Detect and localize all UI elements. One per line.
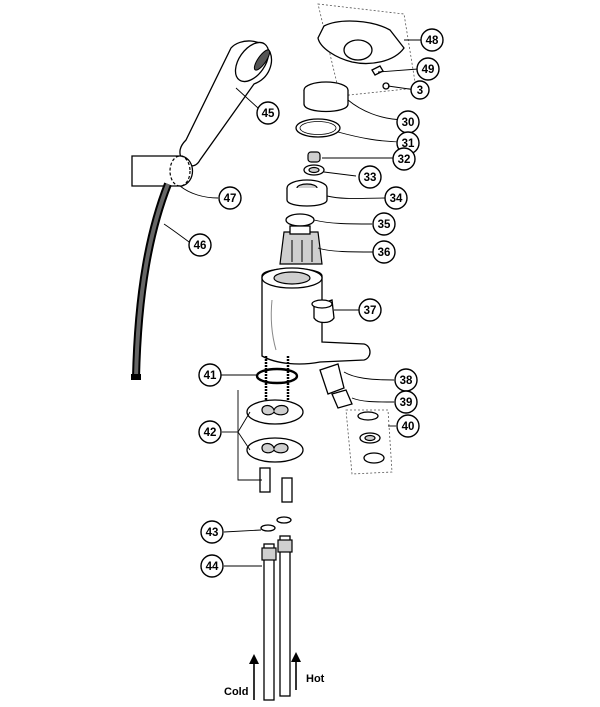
- o-ring-31: [295, 118, 341, 138]
- svg-text:41: 41: [204, 370, 217, 382]
- callout-42: 42: [198, 420, 222, 444]
- supply-pipes: [261, 535, 293, 701]
- callout-3: 3: [410, 80, 430, 100]
- callout-32: 32: [392, 147, 416, 171]
- wall-bracket: [131, 155, 194, 187]
- hand-shower: [179, 40, 273, 167]
- svg-text:44: 44: [206, 561, 219, 573]
- mounting-studs: [255, 356, 299, 400]
- cold-label: Cold: [224, 686, 248, 698]
- callout-30: 30: [396, 110, 420, 134]
- callout-45: 45: [256, 101, 280, 125]
- svg-text:34: 34: [390, 193, 403, 205]
- callout-36: 36: [372, 240, 396, 264]
- svg-text:30: 30: [402, 117, 415, 129]
- svg-text:49: 49: [422, 64, 435, 76]
- shower-hose: [131, 182, 172, 380]
- callout-37: 37: [358, 298, 382, 322]
- svg-text:37: 37: [364, 305, 377, 317]
- svg-text:46: 46: [194, 240, 207, 252]
- callout-43: 43: [200, 520, 224, 544]
- callout-44: 44: [200, 554, 224, 578]
- svg-text:43: 43: [206, 527, 219, 539]
- lever-handle-group: [317, 3, 417, 97]
- svg-text:31: 31: [402, 138, 415, 150]
- callout-46: 46: [188, 233, 212, 257]
- svg-text:39: 39: [400, 397, 413, 409]
- aerator-group: [345, 409, 393, 475]
- o-ring-35: [285, 213, 315, 227]
- callout-40: 40: [396, 414, 420, 438]
- svg-text:45: 45: [262, 108, 275, 120]
- svg-text:47: 47: [224, 193, 237, 205]
- hose-outlet: [319, 363, 353, 409]
- cartridge-cap: [303, 81, 349, 113]
- callout-38: 38: [394, 368, 418, 392]
- svg-text:40: 40: [402, 421, 415, 433]
- callout-39: 39: [394, 390, 418, 414]
- svg-text:35: 35: [378, 219, 391, 231]
- diverter-knob: [311, 299, 335, 324]
- callout-49: 49: [416, 57, 440, 81]
- svg-text:33: 33: [364, 172, 377, 184]
- thermostatic-cartridge: [279, 225, 323, 265]
- callout-48: 48: [420, 28, 444, 52]
- svg-text:36: 36: [378, 247, 391, 259]
- flow-arrows: [249, 652, 301, 700]
- spindle-parts: [303, 151, 325, 176]
- svg-text:42: 42: [204, 427, 217, 439]
- supply-seals: [260, 516, 292, 532]
- svg-text:48: 48: [426, 35, 439, 47]
- callout-47: 47: [218, 186, 242, 210]
- callout-34: 34: [384, 186, 408, 210]
- svg-text:32: 32: [398, 154, 411, 166]
- callout-33: 33: [358, 165, 382, 189]
- hot-label: Hot: [306, 673, 325, 685]
- callout-41: 41: [198, 363, 222, 387]
- mounting-plates: [237, 390, 304, 503]
- retaining-nut: [286, 179, 328, 207]
- callout-35: 35: [372, 212, 396, 236]
- svg-text:38: 38: [400, 375, 413, 387]
- svg-text:3: 3: [417, 85, 423, 97]
